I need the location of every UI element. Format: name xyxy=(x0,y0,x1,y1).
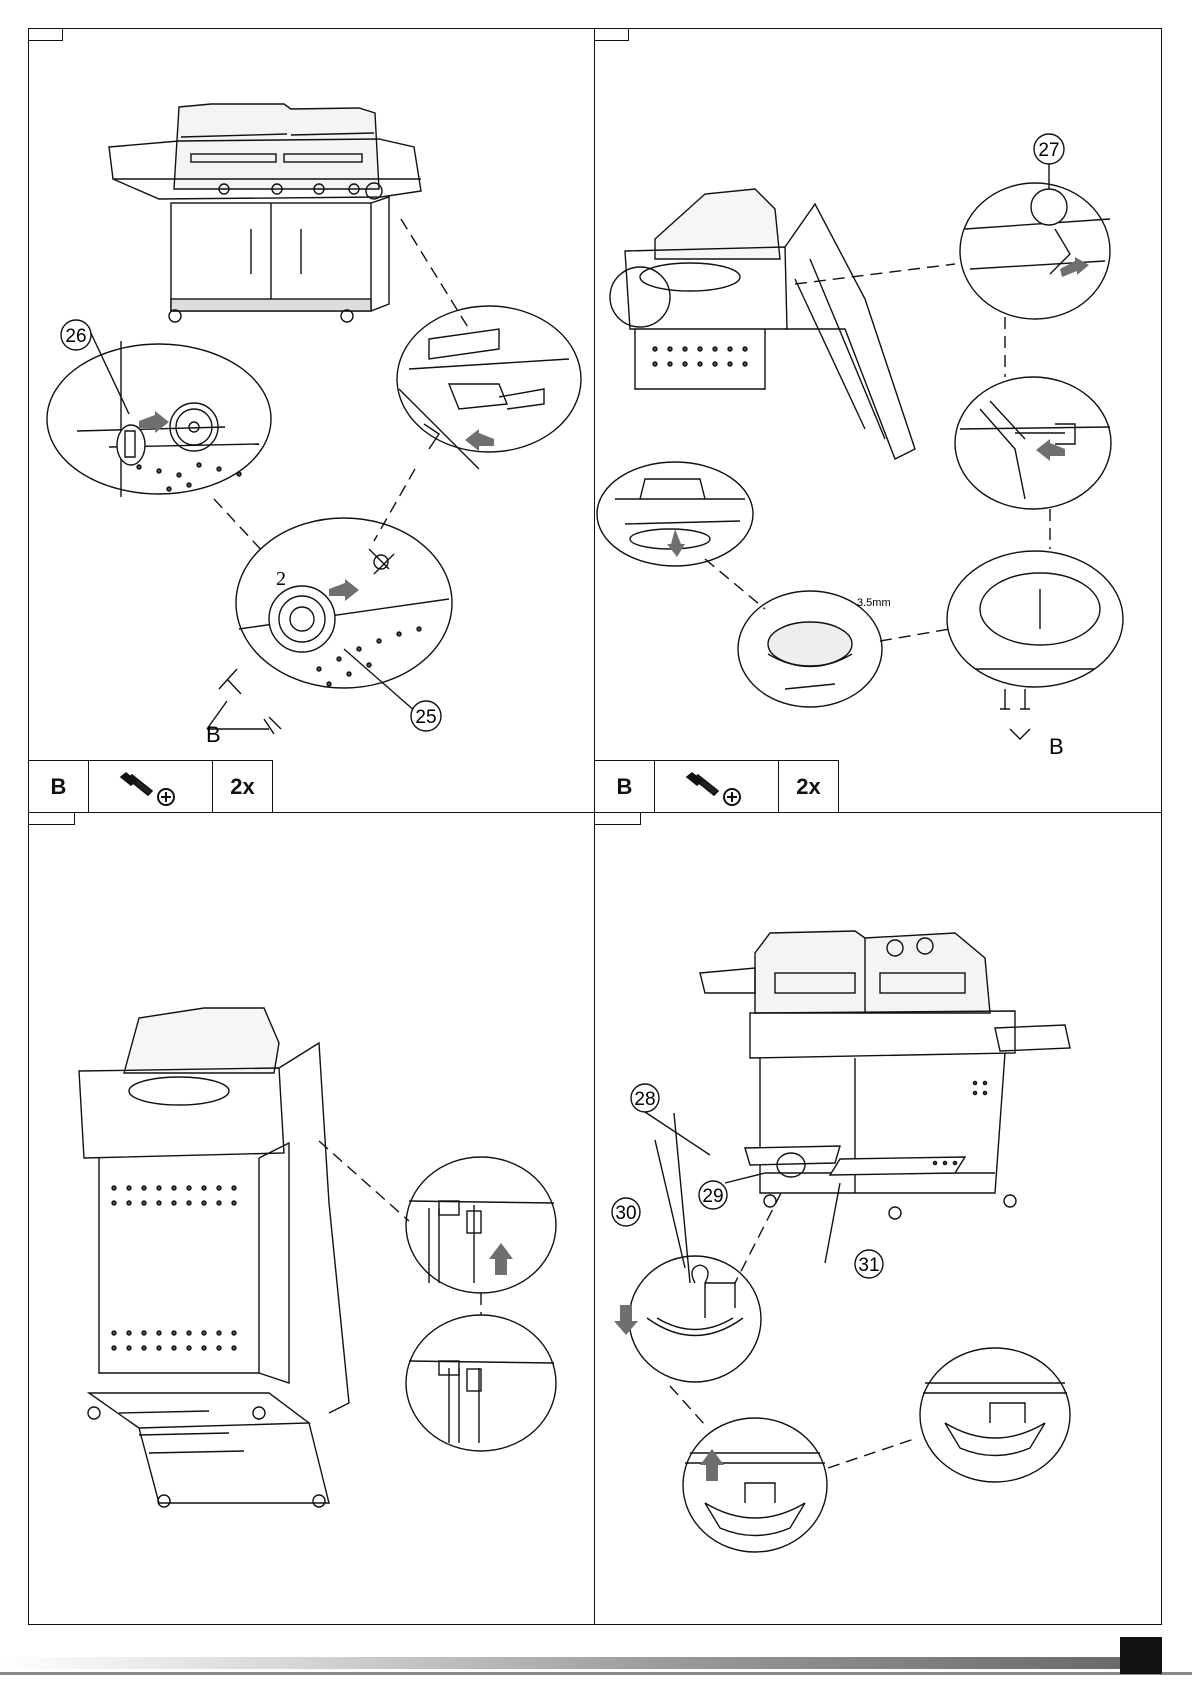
part-quantity: 2x xyxy=(779,761,839,813)
page-number-box xyxy=(1120,1637,1162,1674)
screw-icon xyxy=(655,761,779,813)
step-panel-1: 26 25 2 B B 2x xyxy=(28,28,596,814)
callout-27: 27 xyxy=(1038,140,1059,161)
parts-table: B 2x xyxy=(595,760,839,813)
step-panel-2: 27 3.5mm B B 2x xyxy=(594,28,1162,814)
screw-label-b: B xyxy=(1049,734,1064,759)
step-digit: 2 xyxy=(276,568,286,590)
part-letter: B xyxy=(29,761,89,813)
callout-26: 26 xyxy=(65,326,86,347)
grease-tray-illustration: 28 29 30 31 xyxy=(595,813,1163,1626)
footer-gradient-bar xyxy=(0,1657,1120,1669)
step-panel-4: 28 29 30 31 xyxy=(594,812,1162,1625)
screw-icon xyxy=(89,761,213,813)
ignition-wire-illustration xyxy=(29,813,597,1626)
knob-installation-illustration: 26 25 2 B xyxy=(29,29,597,763)
side-burner-illustration: 27 3.5mm B xyxy=(595,29,1163,763)
part-letter: B xyxy=(595,761,655,813)
screw-label-b: B xyxy=(206,722,221,747)
callout-31: 31 xyxy=(858,1255,879,1276)
part-quantity: 2x xyxy=(213,761,273,813)
gap-dimension: 3.5mm xyxy=(857,597,891,609)
parts-table: B 2x xyxy=(29,760,273,813)
callout-28: 28 xyxy=(634,1089,655,1110)
step-panel-3 xyxy=(28,812,596,1625)
callout-29: 29 xyxy=(702,1186,723,1207)
callout-25: 25 xyxy=(415,707,436,728)
footer-line xyxy=(0,1672,1192,1675)
callout-30: 30 xyxy=(615,1203,636,1224)
